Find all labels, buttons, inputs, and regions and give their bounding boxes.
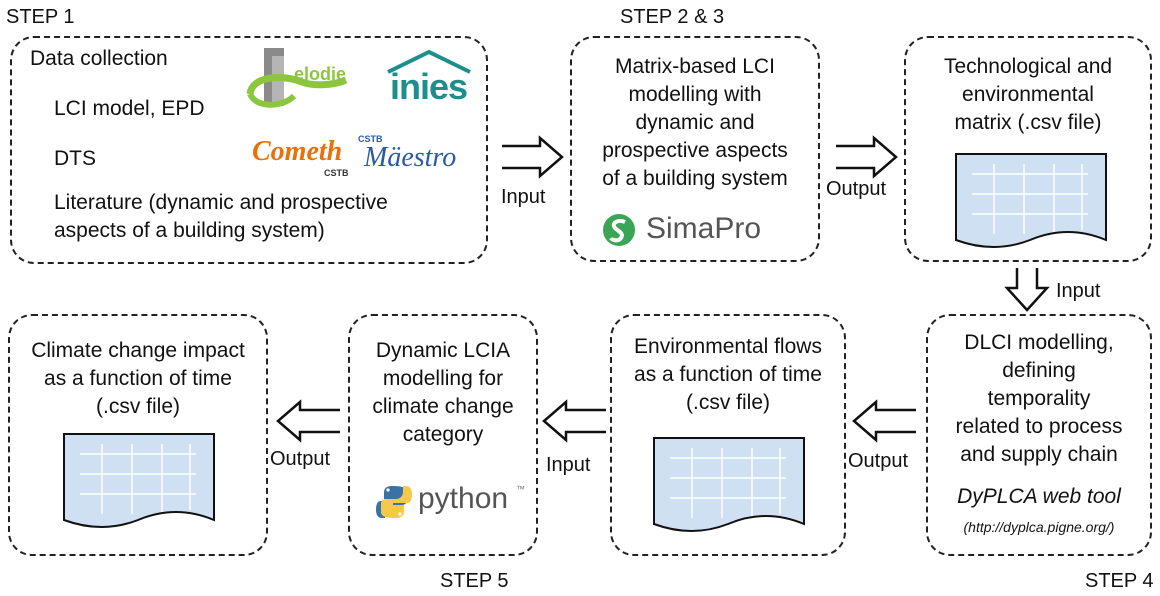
climate-impact-line-1: Climate change impact	[31, 339, 245, 362]
csv-spreadsheet-icon-1	[955, 153, 1107, 248]
climate-impact-line-3: (.csv file)	[96, 395, 180, 418]
simapro-text: SimaPro	[646, 212, 762, 245]
dlci-line-5: and supply chain	[960, 443, 1118, 466]
python-trademark: ™	[516, 484, 525, 494]
output-label-1: Output	[826, 178, 887, 200]
python-icon	[376, 486, 412, 518]
input-label-3: Input	[546, 454, 591, 476]
dyplca-url: (http://dyplca.pigne.org/)	[963, 519, 1115, 535]
literature-line-1: Literature (dynamic and prospective	[54, 191, 388, 214]
step-5-label: STEP 5	[440, 570, 509, 592]
data-collection-box: Data collection LCI model, EPD DTS Liter…	[10, 36, 488, 264]
lcia-line-3: climate change	[372, 395, 514, 418]
maestro-cstb-text: CSTB	[358, 134, 383, 144]
environmental-flows-box: Environmental flows as a function of tim…	[610, 314, 846, 556]
simapro-icon	[603, 214, 635, 246]
cometh-cstb-text: CSTB	[324, 168, 349, 178]
dlci-line-2: defining	[1002, 359, 1076, 382]
python-text: python	[418, 482, 509, 515]
env-flows-line-1: Environmental flows	[634, 335, 822, 358]
csv-spreadsheet-icon-2	[653, 437, 805, 532]
dlci-line-1: DLCI modelling,	[964, 331, 1114, 354]
dlci-line-4: related to process	[955, 415, 1123, 438]
matrix-lci-line-3: dynamic and	[635, 111, 755, 134]
input-arrow-1	[502, 135, 564, 179]
dts-label: DTS	[54, 147, 96, 170]
lcia-line-4: category	[402, 423, 484, 446]
csv-spreadsheet-icon-3	[63, 433, 215, 528]
literature-line-2: aspects of a building system)	[54, 219, 325, 242]
inies-logo: inies	[384, 49, 474, 112]
elodie-logo: elodie	[242, 46, 362, 116]
output-arrow-3	[276, 399, 340, 443]
dlci-modelling-box: DLCI modelling, defining temporality rel…	[926, 314, 1152, 556]
matrix-lci-box: Matrix-based LCI modelling with dynamic …	[570, 36, 820, 262]
climate-impact-line-2: as a function of time	[44, 367, 232, 390]
input-label-1: Input	[501, 186, 546, 208]
step-4-label: STEP 4	[1085, 570, 1154, 592]
matrix-lci-line-1: Matrix-based LCI	[615, 55, 775, 78]
cometh-logo: Cometh CSTB	[252, 134, 357, 182]
input-arrow-3	[542, 399, 606, 443]
tech-matrix-line-2: environmental	[962, 83, 1094, 106]
dyplca-tool-label: DyPLCA web tool	[957, 485, 1121, 508]
input-arrow-2	[1004, 268, 1050, 312]
matrix-lci-line-4: prospective aspects	[602, 139, 788, 162]
output-label-2: Output	[848, 450, 909, 472]
lci-model-epd-label: LCI model, EPD	[54, 97, 205, 120]
tech-matrix-line-1: Technological and	[943, 55, 1113, 78]
matrix-lci-line-2: modelling with	[628, 83, 762, 106]
dynamic-lcia-box: Dynamic LCIA modelling for climate chang…	[348, 314, 538, 556]
output-label-3: Output	[270, 448, 331, 470]
lcia-line-1: Dynamic LCIA	[375, 339, 511, 362]
step-1-label: STEP 1	[6, 6, 75, 28]
simapro-logo: SimaPro	[602, 210, 802, 250]
inies-logo-text: inies	[390, 66, 468, 107]
python-logo: python ™	[376, 480, 526, 524]
maestro-logo-text: Mäestro	[364, 142, 457, 173]
dlci-line-3: temporality	[987, 387, 1091, 410]
cometh-logo-text: Cometh	[252, 136, 343, 167]
output-arrow-2	[852, 399, 916, 443]
technological-matrix-box: Technological and environmental matrix (…	[904, 36, 1152, 262]
inies-roof-graphic	[387, 49, 471, 74]
elodie-logo-text: elodie	[294, 64, 347, 84]
maestro-logo: CSTB Mäestro	[358, 134, 470, 184]
data-collection-heading: Data collection	[30, 47, 168, 70]
output-arrow-1	[836, 135, 898, 179]
step-2-3-label: STEP 2 & 3	[620, 6, 725, 28]
tech-matrix-line-3: matrix (.csv file)	[954, 111, 1102, 134]
matrix-lci-line-5: of a building system	[602, 167, 788, 190]
env-flows-line-2: as a function of time	[634, 363, 822, 386]
input-label-2: Input	[1056, 280, 1101, 302]
elodie-logo-graphic	[246, 48, 348, 108]
lcia-line-2: modelling for	[382, 367, 504, 390]
env-flows-line-3: (.csv file)	[686, 391, 770, 414]
climate-impact-box: Climate change impact as a function of t…	[8, 314, 268, 556]
